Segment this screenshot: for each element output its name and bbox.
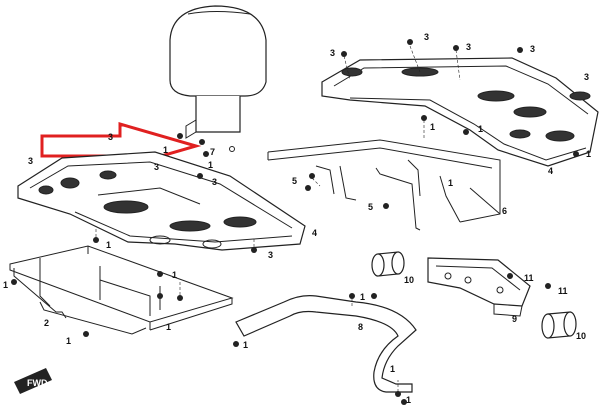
bracket [427,257,531,317]
callout-4: 4 [312,228,317,238]
callout-10: 10 [576,331,586,341]
callout-3: 3 [268,250,273,260]
backrest-pad [169,5,267,152]
callout-1: 1 [3,280,8,290]
callout-8: 8 [358,322,363,332]
callout-10: 10 [404,275,414,285]
grab-bar [235,295,417,393]
callout-3: 3 [330,48,335,58]
callout-3: 3 [530,44,535,54]
callout-11: 11 [524,273,534,283]
callout-1: 1 [406,395,411,405]
callout-11: 11 [558,286,568,296]
callout-1: 1 [208,160,213,170]
callout-5: 5 [292,176,297,186]
spacer-lower [541,311,577,339]
callout-1: 1 [163,145,168,155]
callout-1: 1 [390,364,395,374]
callout-2: 2 [44,318,49,328]
callout-3: 3 [584,72,589,82]
callout-1: 1 [430,122,435,132]
callout-1: 1 [166,322,171,332]
callout-3: 3 [424,32,429,42]
left-rack [17,151,306,251]
callout-7: 7 [210,147,215,157]
right-rack [321,57,599,167]
callout-1: 1 [243,340,248,350]
svg-text:FWD: FWD [27,378,48,388]
callout-1: 1 [360,292,365,302]
callout-9: 9 [512,314,517,324]
callout-1: 1 [172,270,177,280]
front-direction-badge: FWD [14,368,52,394]
spacer-upper [371,251,405,277]
callout-3: 3 [466,42,471,52]
fasteners [11,39,579,405]
callout-1: 1 [106,240,111,250]
callout-1: 1 [586,149,591,159]
callout-1: 1 [478,124,483,134]
callout-1: 1 [448,178,453,188]
callout-4: 4 [548,166,553,176]
right-upper-frame [267,139,501,231]
callout-1: 1 [66,336,71,346]
callout-5: 5 [368,202,373,212]
callout-3: 3 [108,132,113,142]
callout-3: 3 [154,162,159,172]
left-lower-frame [9,245,234,335]
leader-lines [95,45,461,392]
callout-3: 3 [212,177,217,187]
callout-3: 3 [28,156,33,166]
callout-6: 6 [502,206,507,216]
